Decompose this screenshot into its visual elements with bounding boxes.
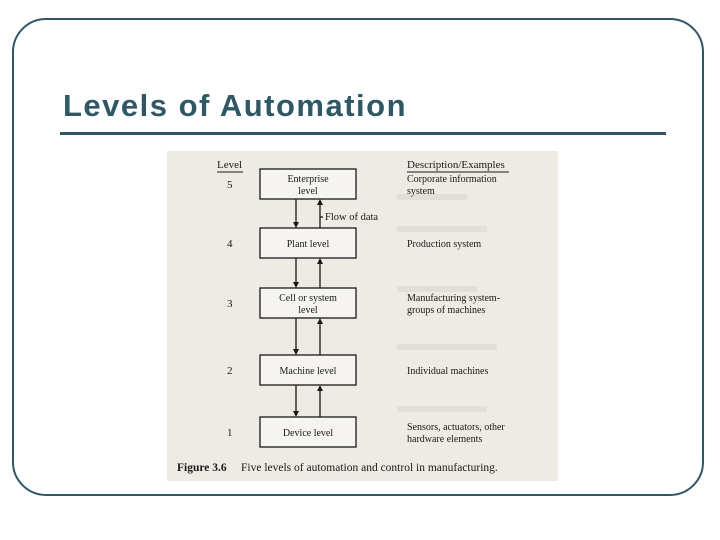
level-description: Manufacturing system- [407, 293, 500, 304]
down-arrow-head [293, 222, 299, 228]
level-box-4 [259, 227, 357, 259]
title-underline [60, 132, 666, 135]
level-description: groups of machines [407, 305, 485, 316]
up-arrow-head [317, 199, 323, 205]
level-box-label: Enterprise [287, 174, 329, 185]
flow-of-data-label: Flow of data [325, 212, 378, 223]
level-box-label: Plant level [287, 239, 330, 250]
up-arrow-head [317, 385, 323, 391]
level-box-label: level [298, 186, 318, 197]
level-description: Corporate information [407, 174, 497, 185]
down-arrow-head [293, 411, 299, 417]
level-description: hardware elements [407, 434, 482, 445]
level-box-label: level [298, 305, 318, 316]
figure-caption-label: Figure 3.6 [177, 462, 227, 474]
up-arrow-head [317, 258, 323, 264]
level-number-2: 2 [227, 365, 233, 377]
level-number-4: 4 [227, 238, 233, 250]
level-number-5: 5 [227, 179, 233, 191]
up-arrow-head [317, 318, 323, 324]
bleed-through-texture [397, 194, 497, 412]
level-box-label: Device level [283, 428, 333, 439]
slide-frame [12, 18, 704, 496]
level-description: Individual machines [407, 366, 488, 377]
down-arrow-head [293, 349, 299, 355]
down-arrow-head [293, 282, 299, 288]
slide-title: Levels of Automation [63, 88, 408, 123]
level-box-label: Machine level [280, 366, 337, 377]
level-description: system [407, 186, 435, 197]
description-column-header: Description/Examples [407, 159, 505, 171]
level-box-3 [259, 287, 357, 319]
level-box-label: Cell or system [279, 293, 337, 304]
figure-caption-text: Five levels of automation and control in… [241, 462, 498, 474]
level-number-1: 1 [227, 427, 233, 439]
level-description: Sensors, actuators, other [407, 422, 505, 433]
level-box-5 [259, 168, 357, 200]
level-box-2 [259, 354, 357, 386]
level-description: Production system [407, 239, 481, 250]
level-column-header: Level [217, 159, 242, 171]
level-number-3: 3 [227, 298, 233, 310]
level-box-1 [259, 416, 357, 448]
